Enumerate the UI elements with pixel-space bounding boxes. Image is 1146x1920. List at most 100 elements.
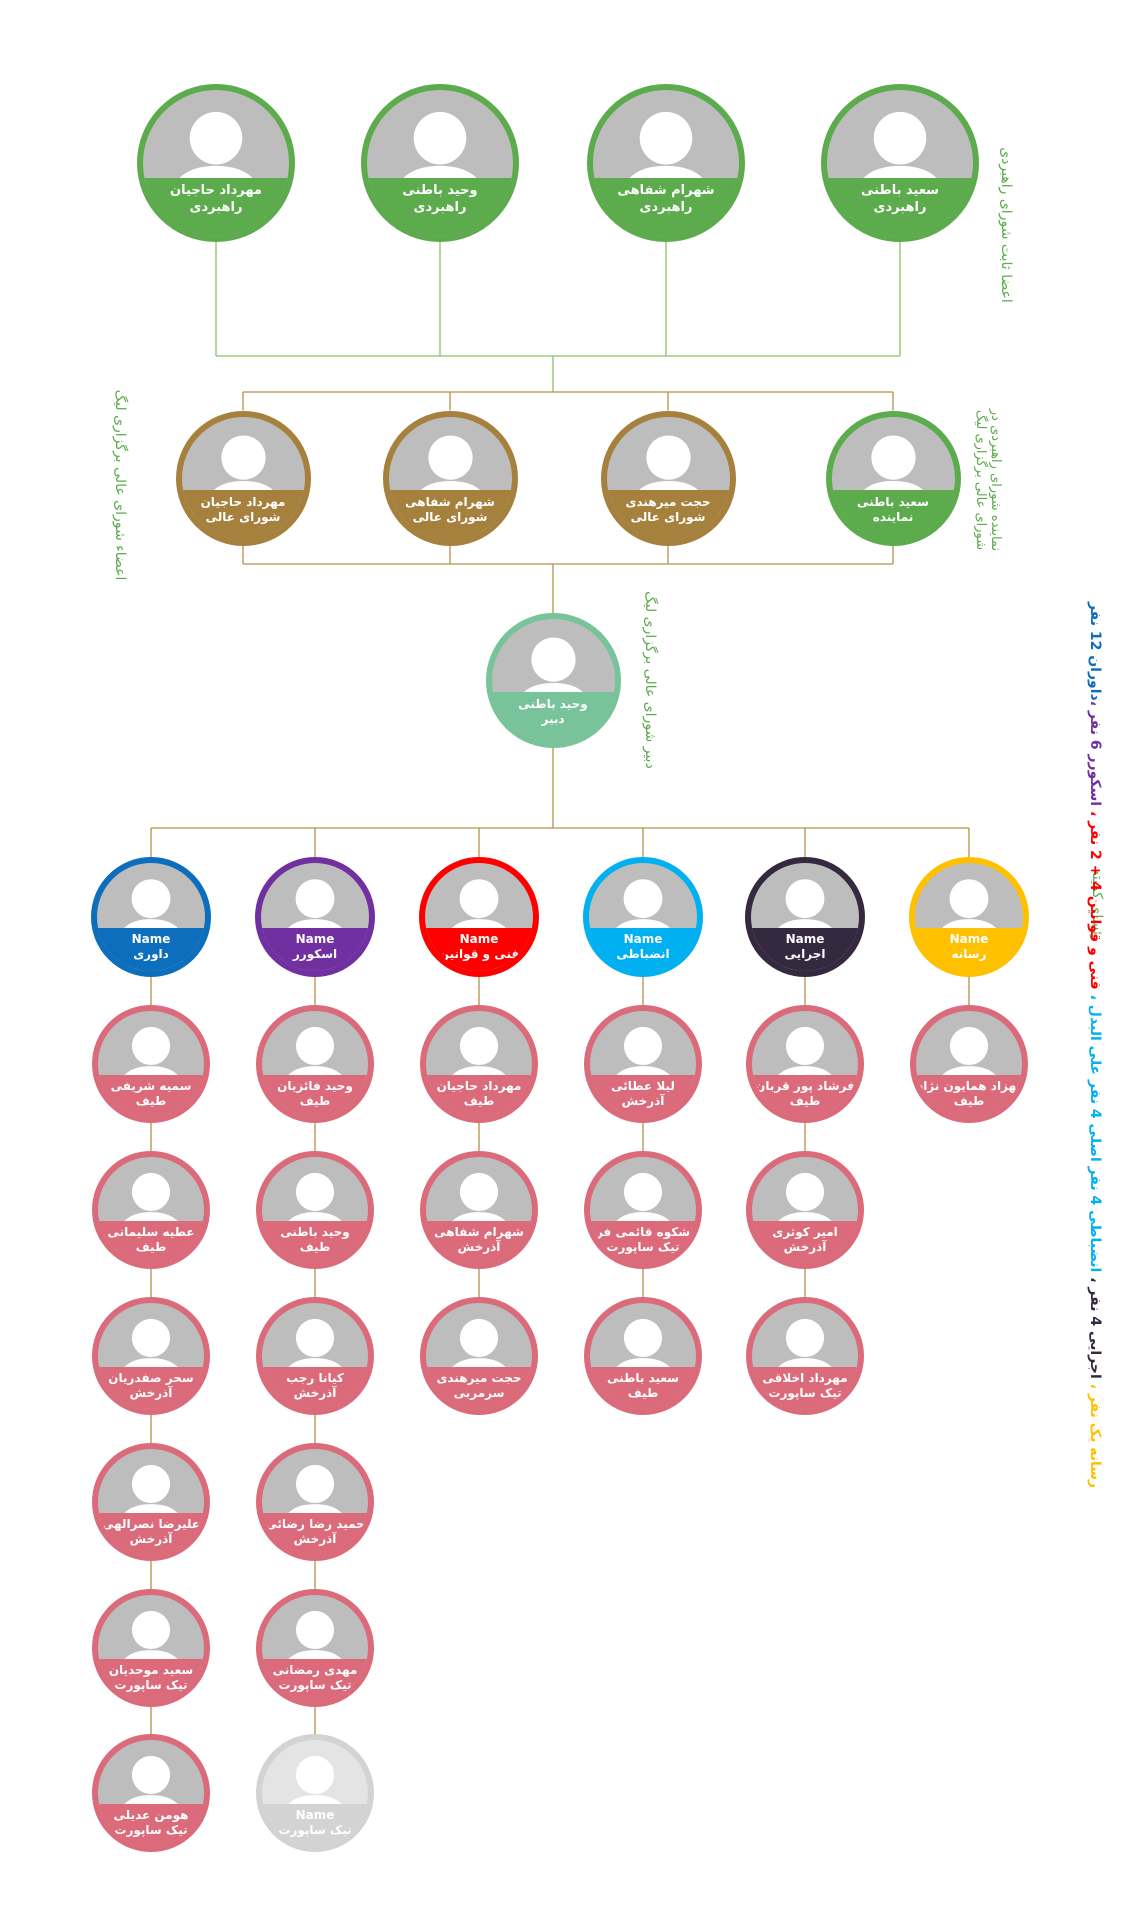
person-name: Name	[459, 932, 499, 947]
person-name: Name	[623, 932, 663, 947]
person-role: آذرخش	[457, 1239, 501, 1254]
person-name: شهرام شفاهی	[434, 1224, 524, 1239]
person-name: Name	[949, 932, 989, 947]
person-name: سعید باطنی	[861, 183, 939, 199]
person-role: آذرخش	[621, 1093, 665, 1108]
person-role: داوری	[133, 947, 169, 962]
person-role: شورای عالی	[412, 510, 488, 525]
person-role: طیف	[135, 1239, 167, 1254]
person-name: سمیه شریفی	[110, 1078, 192, 1093]
person-name: سحر صفدریان	[108, 1370, 194, 1385]
person-role: انضباطی	[616, 947, 670, 962]
person-name: حمید رضا رضائی	[265, 1516, 365, 1531]
person-name: فرشاد پور قربان	[755, 1078, 855, 1093]
person-role: طیف	[463, 1093, 495, 1108]
person-role: آذرخش	[293, 1385, 337, 1400]
person-role: شورای عالی	[630, 510, 706, 525]
person-name: سعید باطنی	[857, 495, 929, 510]
person-name: عطیه سلیمانی	[107, 1224, 195, 1239]
high-council-members-label: اعضاء شورای عالی برگزاری لیگ	[112, 389, 128, 581]
person-name: حجت میرهندی	[436, 1370, 522, 1385]
person-role: شورای عالی	[205, 510, 281, 525]
person-role: سرمربی	[453, 1385, 505, 1400]
legend-item: داوران 12 نفر	[1087, 601, 1103, 701]
person-name: وحید باطنی	[402, 183, 478, 199]
person-role: طیف	[135, 1093, 167, 1108]
committee-size-legend: رسانه یک نفر ، اجرایی 4 نفر ، انضباطی 4 …	[1087, 602, 1103, 1488]
person-name: وحید فائزیان	[277, 1078, 353, 1093]
person-name: شهرام شفاهی	[617, 183, 715, 199]
person-role: تیک ساپورت	[278, 1677, 352, 1692]
person-role: نماینده	[872, 510, 914, 525]
person-name: مهرداد حاجیان	[170, 183, 262, 199]
person-name: Name	[295, 932, 335, 947]
person-name: امیر کوثری	[772, 1224, 838, 1239]
person-role: راهبردی	[189, 199, 243, 215]
person-role: طیف	[627, 1385, 659, 1400]
person-role: فنی و قوانین	[438, 947, 520, 962]
person-role: تیک ساپورت	[768, 1385, 842, 1400]
person-role: طیف	[299, 1239, 331, 1254]
legend-item: اجرایی 4 نفر ،	[1087, 1272, 1103, 1384]
person-role: آذرخش	[129, 1531, 173, 1546]
person-role: راهبردی	[873, 199, 927, 215]
person-name: شهرام شفاهی	[405, 495, 495, 510]
person-role: آذرخش	[783, 1239, 827, 1254]
person-name: هومن عدیلی	[113, 1807, 189, 1822]
legend-item: فنی و قوانین 4 + 2 نفر ،	[1087, 806, 1103, 990]
person-name: Name	[295, 1807, 335, 1822]
legend-item: رسانه یک نفر ،	[1087, 1383, 1103, 1489]
person-role: آذرخش	[129, 1385, 173, 1400]
person-role: رسانه	[951, 947, 987, 962]
person-name: شکوه قائمی فر	[595, 1224, 691, 1239]
